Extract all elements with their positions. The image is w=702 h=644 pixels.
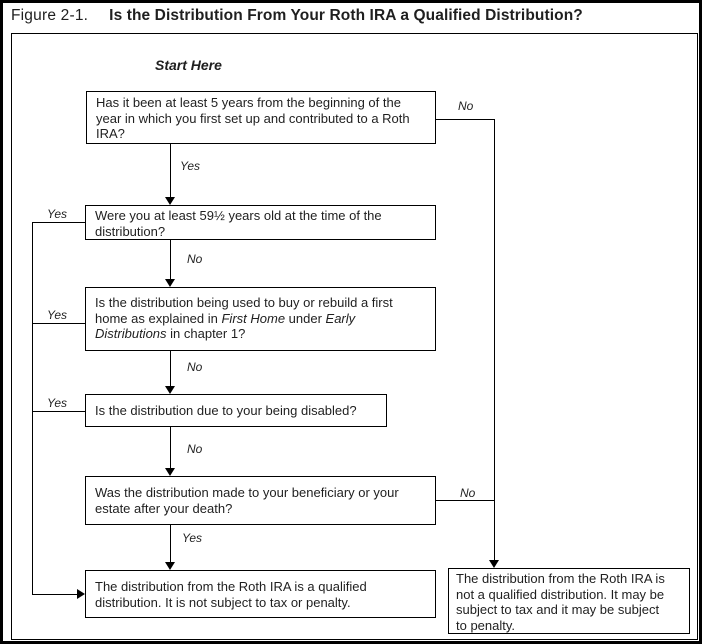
connector-yes-vertical: [32, 222, 33, 595]
connector-q3-yes-horizontal: [32, 323, 85, 324]
arrowhead-down-not-qualified: [489, 560, 499, 568]
question-box-disabled: Is the distribution due to your being di…: [85, 394, 387, 427]
connector-qualified-horizontal: [32, 594, 77, 595]
first-home-text-part: under: [285, 310, 326, 326]
arrowhead-right-qualified: [77, 589, 85, 599]
edge-label-no-q5: No: [460, 486, 476, 500]
edge-label-no-q1: No: [458, 99, 474, 113]
edge-label-no-q3: No: [187, 360, 203, 374]
figure-header: Figure 2-1. Is the Distribution From Your…: [11, 7, 583, 29]
question-box-age-59-half: Were you at least 59½ years old at the t…: [85, 205, 436, 240]
early-distributions-italic-ref: Early Distributions: [95, 310, 356, 342]
arrowhead-down-q3: [165, 279, 175, 287]
connector-q3-q4: [170, 351, 171, 387]
edge-label-yes-q4: Yes: [47, 396, 68, 410]
connector-q5-no-horizontal: [436, 500, 494, 501]
connector-q5-qualified: [170, 525, 171, 563]
edge-label-no-q2: No: [187, 252, 203, 266]
result-box-not-qualified: The distribution from the Roth IRA is no…: [448, 568, 690, 634]
first-home-text-part: Is the distribution being used to buy or…: [95, 295, 393, 326]
connector-q4-q5: [170, 427, 171, 469]
edge-label-yes-q1: Yes: [180, 159, 201, 173]
figure-title: Is the Distribution From Your Roth IRA a…: [109, 7, 583, 24]
result-box-qualified: The distribution from the Roth IRA is a …: [85, 570, 436, 618]
figure-number-label: Figure 2-1.: [11, 7, 89, 24]
question-box-five-year-rule: Has it been at least 5 years from the be…: [86, 91, 436, 144]
connector-no-vertical: [494, 119, 495, 561]
edge-label-yes-q2: Yes: [47, 207, 68, 221]
connector-q4-yes-horizontal: [32, 411, 85, 412]
start-here-label: Start Here: [155, 57, 222, 73]
edge-label-yes-q5: Yes: [182, 531, 203, 545]
first-home-text-part: in chapter 1?: [166, 326, 246, 341]
edge-label-no-q4: No: [187, 442, 203, 456]
connector-q1-no-horizontal: [436, 119, 494, 120]
question-box-first-home: Is the distribution being used to buy or…: [85, 287, 436, 351]
arrowhead-down-q4: [165, 386, 175, 394]
arrowhead-down-q5: [165, 468, 175, 476]
edge-label-yes-q3: Yes: [47, 308, 68, 322]
arrowhead-down-qualified: [165, 562, 175, 570]
question-box-beneficiary: Was the distribution made to your benefi…: [85, 476, 436, 525]
arrowhead-down-q2: [165, 197, 175, 205]
connector-q2-yes-horizontal: [32, 222, 85, 223]
connector-q1-q2: [170, 144, 171, 198]
connector-q2-q3: [170, 240, 171, 281]
first-home-italic-ref: First Home: [221, 310, 286, 326]
